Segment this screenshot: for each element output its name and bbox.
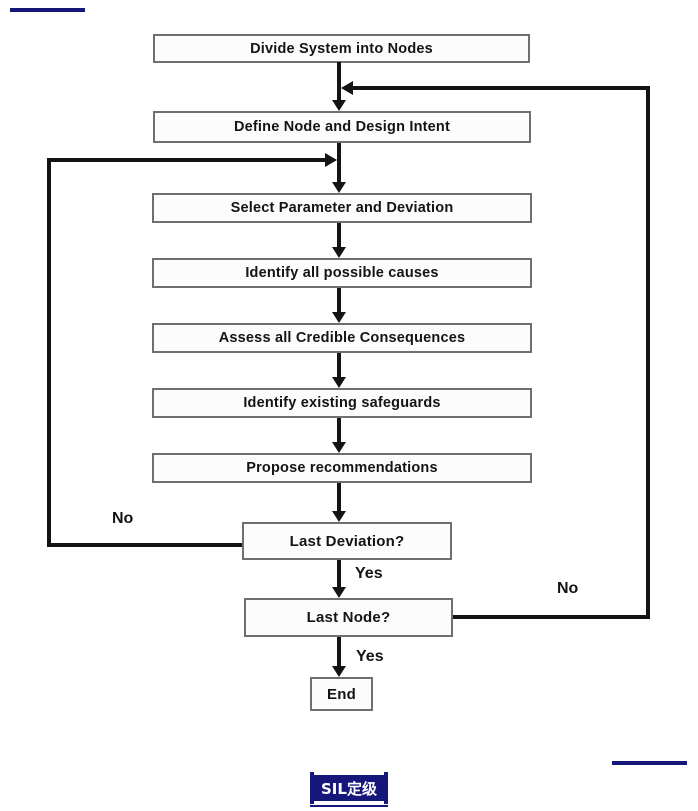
flow-node-last-deviation: Last Deviation?	[242, 522, 452, 560]
arrowhead-left-icon	[341, 81, 353, 95]
label-lastnode-no: No	[557, 580, 579, 597]
sil-badge-right-bar	[383, 772, 388, 804]
flow-node-propose-recommendations: Propose recommendations	[152, 453, 532, 483]
arrowhead-down-icon	[332, 511, 346, 522]
arrowhead-down-icon	[332, 377, 346, 388]
loop-lastnode-no-top-line	[353, 86, 650, 90]
arrowhead-down-icon	[332, 312, 346, 323]
arrowhead-down-icon	[332, 587, 346, 598]
edge-safeguards-to-recommendations-line	[337, 418, 341, 443]
label-lastnode-yes: Yes	[356, 648, 384, 665]
arrowhead-down-icon	[332, 100, 346, 111]
flow-node-select-parameter: Select Parameter and Deviation	[152, 193, 532, 223]
edge-select-to-causes-line	[337, 223, 341, 248]
edge-causes-to-consequences-line	[337, 288, 341, 313]
flow-node-divide-system: Divide System into Nodes	[153, 34, 530, 63]
loop-lastnode-no-bottom-line	[453, 615, 650, 619]
sil-badge-label: SIL定级	[314, 775, 384, 801]
flow-node-end: End	[310, 677, 373, 711]
bottom-right-rule	[612, 761, 687, 765]
loop-lastdeviation-no-vertical-line	[47, 158, 51, 547]
flow-node-identify-causes: Identify all possible causes	[152, 258, 532, 288]
arrowhead-down-icon	[332, 442, 346, 453]
edge-recommendations-to-lastdeviation-line	[337, 483, 341, 512]
arrowhead-down-icon	[332, 247, 346, 258]
edge-lastnode-yes-line	[337, 637, 341, 667]
loop-lastnode-no-vertical-line	[646, 86, 650, 619]
loop-lastdeviation-no-top-line	[47, 158, 325, 162]
label-lastdeviation-no: No	[112, 510, 134, 527]
sil-badge-left-bar	[310, 772, 314, 804]
arrowhead-right-icon	[325, 153, 337, 167]
edge-define-to-select-line	[337, 143, 341, 183]
flow-node-identify-safeguards: Identify existing safeguards	[152, 388, 532, 418]
edge-lastdeviation-yes-line	[337, 560, 341, 588]
sil-badge[interactable]: SIL定级	[310, 772, 388, 807]
edge-divide-to-define-line	[337, 62, 341, 102]
flow-node-last-node: Last Node?	[244, 598, 453, 637]
flow-node-define-node: Define Node and Design Intent	[153, 111, 531, 143]
edge-consequences-to-safeguards-line	[337, 353, 341, 378]
loop-lastdeviation-no-bottom-line	[47, 543, 242, 547]
flow-node-assess-consequences: Assess all Credible Consequences	[152, 323, 532, 353]
arrowhead-down-icon	[332, 182, 346, 193]
arrowhead-down-icon	[332, 666, 346, 677]
label-lastdeviation-yes: Yes	[355, 565, 383, 582]
top-left-rule	[10, 8, 85, 12]
